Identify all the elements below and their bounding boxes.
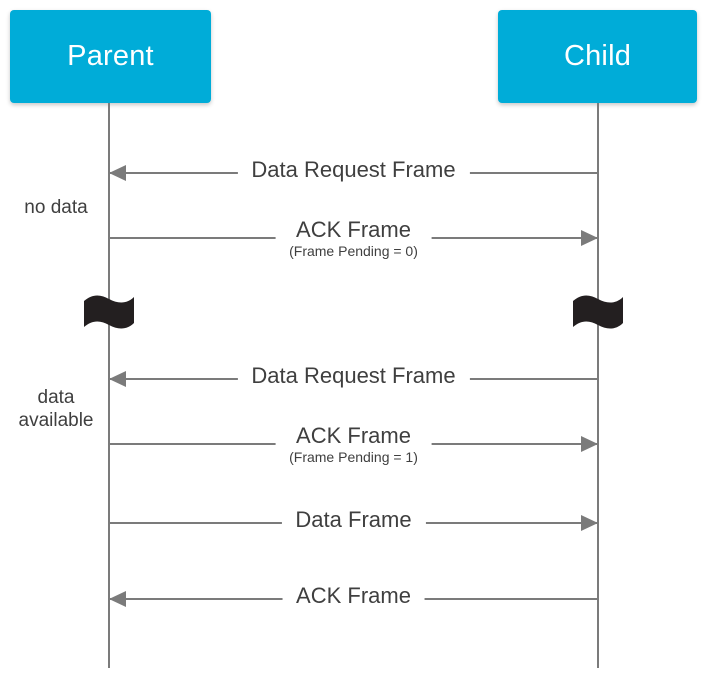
- message-label: ACK Frame (Frame Pending = 1): [275, 423, 432, 466]
- message-label: ACK Frame (Frame Pending = 0): [275, 217, 432, 260]
- message-label-title: ACK Frame: [296, 217, 411, 242]
- message-label-sublabel: (Frame Pending = 0): [289, 243, 418, 259]
- participant-child[interactable]: Child: [498, 10, 697, 103]
- arrow-right-icon: [581, 515, 598, 531]
- participant-parent[interactable]: Parent: [10, 10, 211, 103]
- message-label: Data Request Frame: [237, 363, 470, 389]
- time-break-icon: [82, 292, 136, 332]
- participant-child-label: Child: [563, 40, 632, 72]
- message-label-title: ACK Frame: [296, 423, 411, 448]
- message-label-sublabel: (Frame Pending = 1): [289, 449, 418, 465]
- message-label-title: Data Request Frame: [251, 157, 456, 182]
- message-label: Data Request Frame: [237, 157, 470, 183]
- message-label: Data Frame: [281, 507, 426, 533]
- time-break-icon: [571, 292, 625, 332]
- lifeline-child: [597, 103, 599, 668]
- message-label-title: ACK Frame: [296, 583, 411, 608]
- arrow-left-icon: [109, 371, 126, 387]
- arrow-left-icon: [109, 591, 126, 607]
- note-no-data: no data: [24, 197, 88, 218]
- arrow-left-icon: [109, 165, 126, 181]
- message-label-title: Data Frame: [295, 507, 412, 532]
- arrow-right-icon: [581, 436, 598, 452]
- message-label: ACK Frame: [282, 583, 425, 609]
- participant-parent-label: Parent: [67, 40, 154, 72]
- message-label-title: Data Request Frame: [251, 363, 456, 388]
- note-data-available: data available: [18, 387, 94, 431]
- arrow-right-icon: [581, 230, 598, 246]
